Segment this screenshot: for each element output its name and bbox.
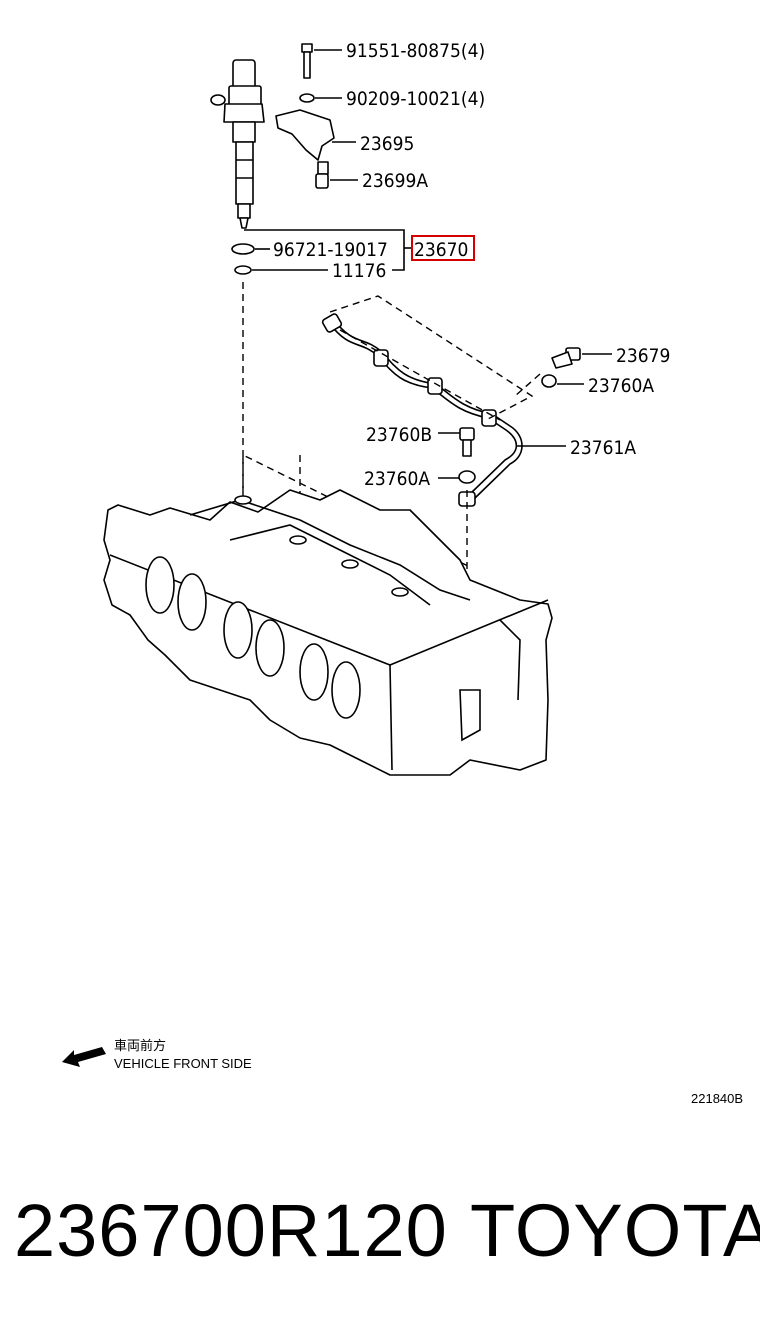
union-gasket-drawing (541, 374, 557, 388)
callout-leak-pipe: 23761A (570, 437, 636, 459)
callout-bolt: 91551-80875(4) (346, 40, 485, 62)
clamp-bolt-drawing (315, 161, 329, 189)
injector-drawing (210, 59, 265, 229)
cylinder-head-drawing (103, 453, 553, 776)
o-ring-drawing (231, 243, 255, 255)
orientation-jp: 車両前方 (114, 1038, 166, 1053)
callout-clamp-bolt: 23699A (362, 170, 428, 192)
bolt-drawing (301, 43, 313, 79)
lower-gasket-drawing (458, 470, 476, 484)
highlight-box (411, 235, 475, 261)
callout-gasket: 11176 (332, 260, 386, 282)
callout-lower-gasket: 23760A (364, 468, 430, 490)
orientation-en: VEHICLE FRONT SIDE (114, 1056, 252, 1071)
union-bolt-drawing (551, 347, 581, 369)
callout-clamp: 23695 (360, 133, 414, 155)
clamp-drawing (275, 109, 335, 161)
callout-union-gasket: 23760A (588, 375, 654, 397)
front-arrow-icon (62, 1047, 106, 1067)
washer-drawing (299, 93, 315, 103)
callout-union-bolt: 23679 (616, 345, 670, 367)
callout-hollow-bolt: 23760B (366, 424, 432, 446)
diagram-code: 221840B (691, 1091, 743, 1106)
callout-injector-assy[interactable]: 23670 (414, 239, 468, 261)
hollow-bolt-drawing (459, 427, 475, 457)
parts-diagram: 91551-80875(4) 90209-10021(4) 23695 2369… (62, 40, 743, 1106)
callout-washer: 90209-10021(4) (346, 88, 485, 110)
brand-name: TOYOTA (470, 1189, 760, 1272)
gasket-drawing (234, 265, 252, 275)
part-number: 236700R120 (14, 1189, 448, 1272)
callout-o-ring: 96721-19017 (273, 239, 388, 261)
